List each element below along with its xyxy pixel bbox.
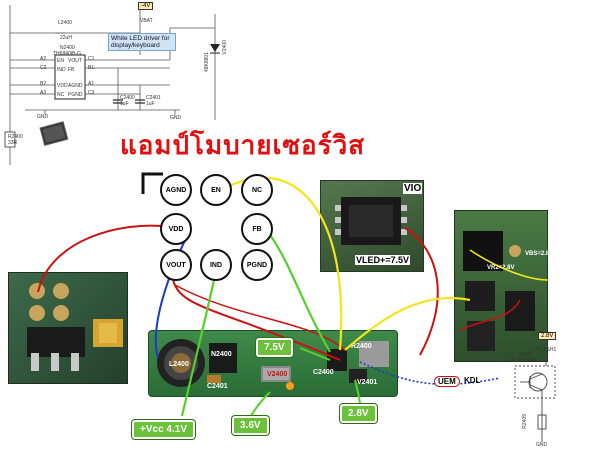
tag-3v6: 3.6V [232,416,269,435]
board-label-r2400: R2400 [351,343,372,350]
pin-name-vout: VOUT [68,58,82,64]
transistor-gnd: GND [536,442,548,448]
pin-name-agnd: AGND [68,83,83,89]
pad-en: EN [200,174,232,206]
board-label-l2400: L2400 [169,361,189,368]
board-label-n2400: N2400 [211,351,232,358]
pin-names-left: EN IND VDD NC [57,57,68,99]
vbat-left: VBAT [140,18,153,24]
r2409-label: R2409 [522,414,528,429]
vbat-top: -4V [138,2,154,10]
schematic-lines [4,5,220,165]
resistor-label: R2400 33R [8,134,23,146]
board-label-v2400: V2400 [267,371,288,378]
pin-name-pgnd: PGND [68,91,83,98]
ic-part: TH6840IB-G [53,51,82,57]
inductor-ref: L2400 [58,20,72,26]
pad-fb: FB [241,213,273,245]
page-title: แอมป์โมบายเซอร์วิส [120,131,366,161]
board-label-c2400: C2400 [313,369,334,376]
pin-c1: C1 [88,56,95,62]
pin-a2: A2 [40,56,47,62]
vr2-label: VR2=2.8V [487,265,515,271]
transistor-lines [514,346,556,442]
v28-box: 2.8V [538,332,557,340]
pin-name-ind: IND [57,66,66,73]
part-label: PDTA114EE [510,358,538,364]
pad-agnd: AGND [160,174,192,206]
vflash-label: VFLASH1 [534,347,557,353]
gnd2-label: GND [170,115,182,121]
driver-note: White LED driver for display/keyboard [108,33,176,51]
board-label-v2401: V2401 [357,379,378,386]
v2401-label: V2401 [518,352,533,358]
pad-vdd: VDD [160,213,192,245]
vio-connector-parts [335,197,407,245]
pin-name-vdd: VDD [57,83,68,89]
pin-c3: C3 [88,89,95,96]
cap1-label: C2400 1uF [120,95,135,107]
gnd-label: GND [37,114,49,120]
pin-a3: A3 [40,89,47,96]
pin-a1: A1 [88,81,95,87]
vio-label: VIO [403,183,423,194]
board-label-c2401: C2401 [207,383,228,390]
kdl-label: KDL [464,376,481,385]
pcb-left-parts [27,283,123,371]
pin-name-nc: NC [57,91,65,98]
ic-ref: N2400 [60,45,75,51]
inductor-value: 22uH [60,35,72,41]
pad-pgnd: PGND [241,249,273,281]
vbs-label: VBS=2.8 [525,251,550,257]
tag-2v8: 2.8V [340,404,377,423]
pins-left: A2 C2 B2 A3 [40,55,46,97]
pin-name-en: EN [57,58,64,64]
led-ref: V2400 [222,40,228,55]
pad-vout: VOUT [160,249,192,281]
schematic: L2400 22uH N2400 TH6840IB-G -4V VBAT Whi… [0,0,270,165]
cap2-label: C2401 1uF [146,95,161,107]
pins-right: C1 B1 A1 C3 [88,55,94,97]
uem-label: UEM [434,376,460,387]
tag-7v5: 7.5V [256,338,293,357]
pad-ind: IND [200,249,232,281]
diode-note: 48K8801 [204,52,210,73]
transistor-schematic: 2.8V VFLASH1 V2401 PDTA114EE R2409 GND [500,330,600,470]
vio-connector-photo: VIO VLED+=7.5V [320,180,424,272]
pin-c2: C2 [40,64,47,71]
pad-nc: NC [241,174,273,206]
pin-names-right: VOUT FB AGND PGND [68,57,82,99]
pin-name-fb: FB [68,66,75,73]
pin-b2: B2 [40,81,47,87]
corner-bracket [141,172,163,194]
pin-b1: B1 [88,64,95,71]
pcb-photo-left [8,272,128,384]
tag-vcc: +Vcc 4.1V [132,420,195,439]
vled-label: VLED+=7.5V [355,255,411,265]
